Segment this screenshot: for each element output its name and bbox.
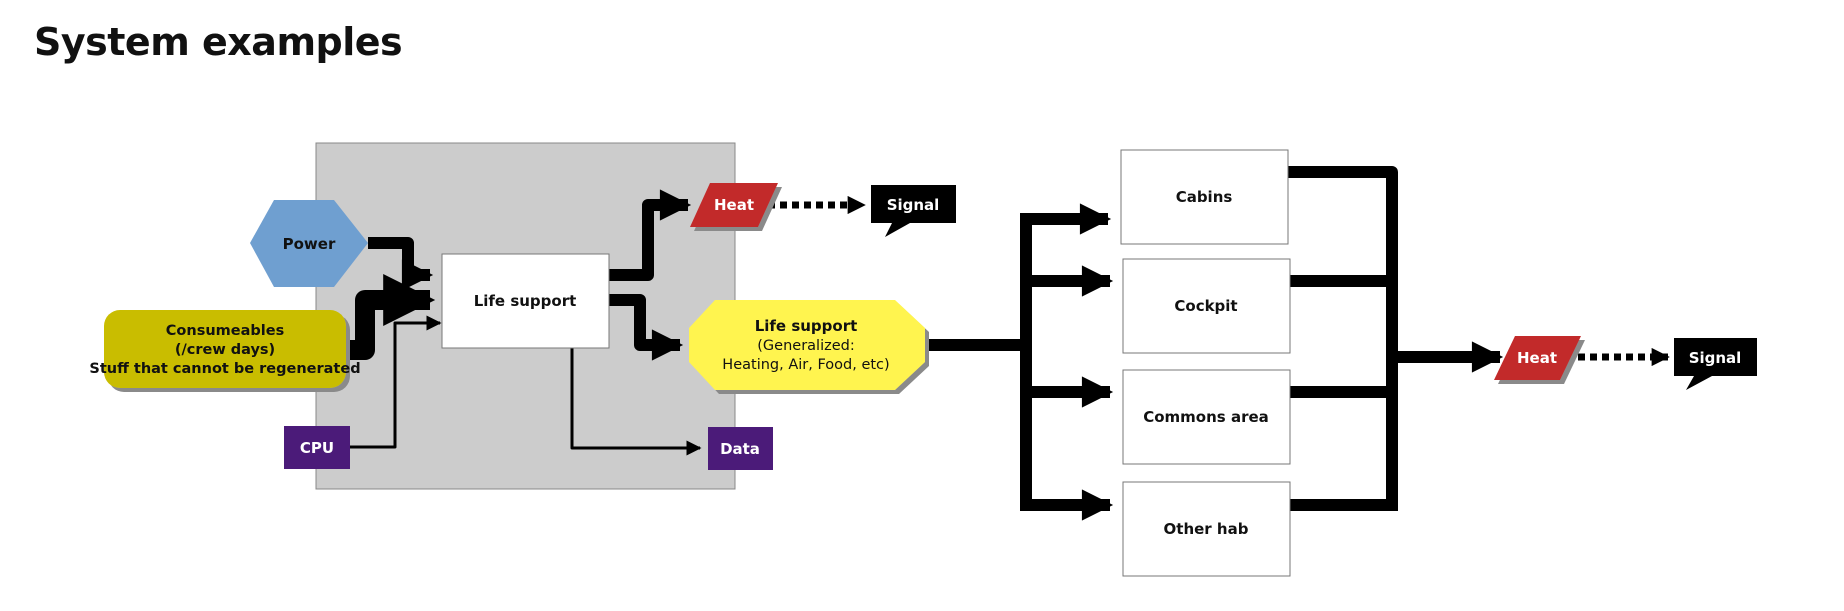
- power-label: Power: [283, 235, 336, 253]
- heat-left-label: Heat: [714, 196, 754, 214]
- life-support-general-octagon: [689, 300, 925, 390]
- signal-left-callout: [871, 185, 956, 237]
- connectors: [350, 166, 1670, 521]
- cabins-label: Cabins: [1176, 188, 1233, 206]
- life-support-general-node: Life support (Generalized: Heating, Air,…: [689, 300, 925, 390]
- heat-right-parallelogram: [1494, 336, 1581, 380]
- other-hab-label: Other hab: [1164, 520, 1249, 538]
- consumeables-label-line2: (/crew days): [175, 342, 275, 358]
- data-label: Data: [720, 440, 760, 458]
- life-support-label: Life support: [474, 292, 577, 310]
- signal-right-node: Signal: [1674, 338, 1757, 390]
- life-support-general-line2: (Generalized:: [757, 338, 854, 354]
- signal-right-callout: [1674, 338, 1757, 390]
- power-node: Power: [250, 200, 368, 287]
- arrow-life-support-to-data: [570, 348, 702, 456]
- heat-left-node: Heat: [690, 183, 778, 227]
- consumeables-node: Consumeables (/crew days) Stuff that can…: [89, 310, 361, 388]
- signal-left-node: Signal: [871, 185, 956, 237]
- signal-right-label: Signal: [1689, 349, 1742, 367]
- heat-right-label: Heat: [1517, 349, 1557, 367]
- consumeables-box: [104, 310, 346, 388]
- arrow-consumeables-to-life-support: [350, 274, 436, 360]
- life-support-general-line3: Heating, Air, Food, etc): [722, 357, 889, 373]
- arrow-life-support-to-heat: [609, 189, 692, 281]
- arrow-cpu-to-life-support: [350, 315, 442, 449]
- consumeables-label-line3: Stuff that cannot be regenerated: [89, 361, 360, 377]
- commons-label: Commons area: [1143, 408, 1269, 426]
- commons-node: Commons area: [1122, 369, 1291, 465]
- line-from-cabins: [1288, 166, 1398, 500]
- arrow-life-support-to-generalized: [609, 294, 684, 361]
- other-hab-box: [1122, 481, 1291, 577]
- power-hexagon: [250, 200, 368, 287]
- heat-right-node: Heat: [1494, 336, 1581, 380]
- other-hab-node: Other hab: [1122, 481, 1291, 577]
- page-title: System examples: [34, 20, 403, 64]
- cpu-box: [284, 426, 350, 469]
- life-support-general-line1: Life support: [755, 317, 858, 335]
- heat-left-parallelogram: [690, 183, 778, 227]
- life-support-node: Life support: [441, 253, 610, 349]
- signal-left-label: Signal: [887, 196, 940, 214]
- data-box: [708, 427, 773, 470]
- cockpit-label: Cockpit: [1174, 297, 1237, 315]
- consumeables-label-line1: Consumeables: [166, 323, 284, 339]
- data-node: Data: [708, 427, 773, 470]
- cabins-node: Cabins: [1120, 149, 1289, 245]
- cockpit-box: [1122, 258, 1291, 354]
- cpu-label: CPU: [300, 439, 334, 457]
- cockpit-node: Cockpit: [1122, 258, 1291, 354]
- life-support-box: [441, 253, 610, 349]
- cabins-box: [1120, 149, 1289, 245]
- commons-box: [1122, 369, 1291, 465]
- cpu-node: CPU: [284, 426, 350, 469]
